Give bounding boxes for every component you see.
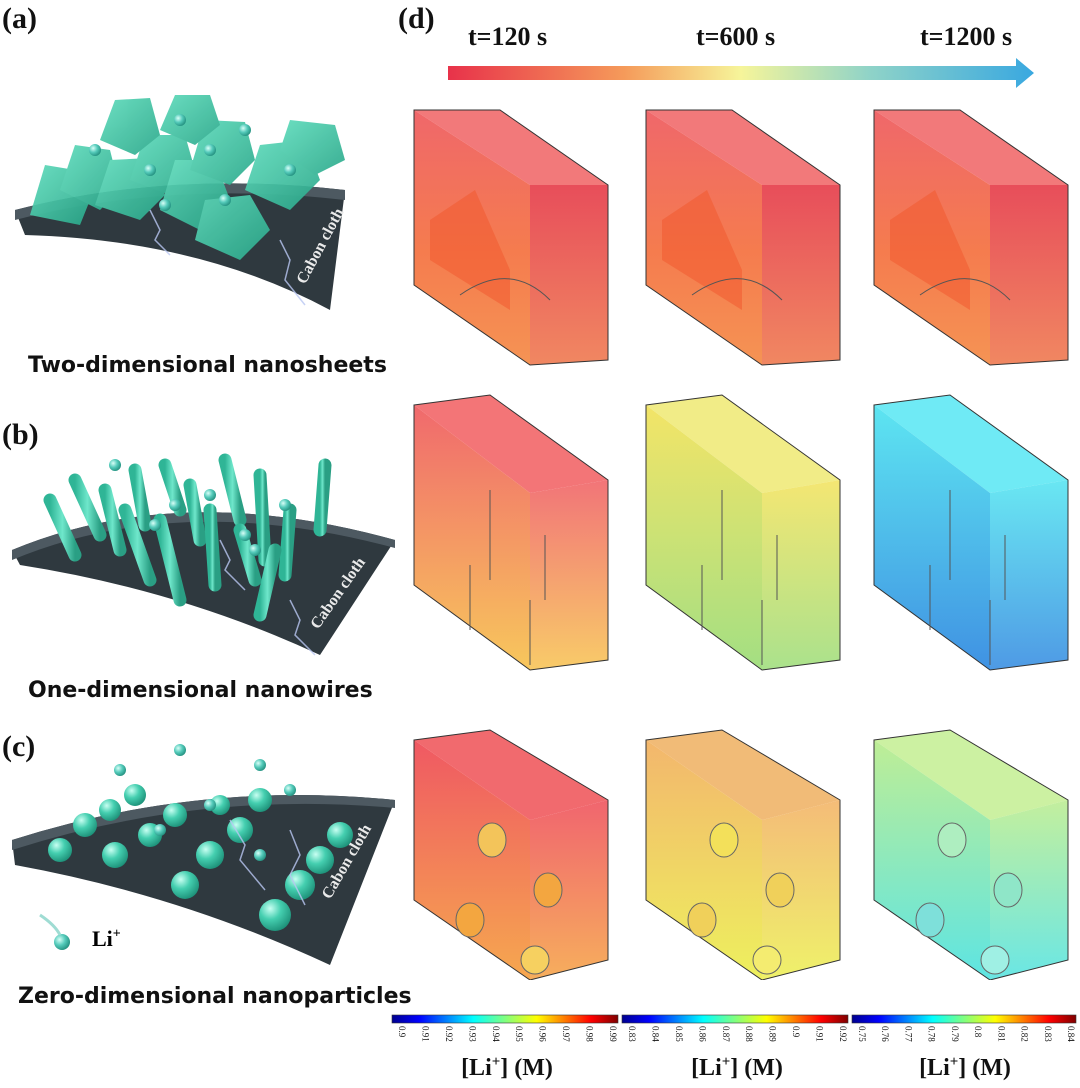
- colorbar-tick-label: 0.83: [1043, 1026, 1053, 1042]
- colorbar-tick-label: 0.81: [996, 1026, 1006, 1042]
- nanowires-illustration: Cabon cloth: [12, 453, 395, 656]
- colorbar-ticks-3: 0.75 0.76 0.77 0.78 0.79 0.8 0.81 0.82 0.83 0.84: [857, 1026, 1076, 1042]
- colorbar-tick-label: 0.91: [420, 1026, 430, 1042]
- colorbar-tick-label: 0.77: [903, 1026, 913, 1042]
- colorbar-label-3-main: [Li: [919, 1055, 950, 1081]
- colorbar-tick-label: 0.8: [973, 1026, 983, 1038]
- colorbar-tick-label: 0.9: [791, 1026, 801, 1038]
- colorbar-label-3-end: ] (M): [958, 1055, 1011, 1081]
- colorbar-tick-label: 0.78: [927, 1026, 937, 1042]
- time-label-600: t=600 s: [696, 22, 776, 51]
- box-row2-col1: [413, 394, 609, 671]
- colorbar-tick-label: 0.98: [585, 1026, 595, 1042]
- box-row1-col2: [645, 109, 841, 366]
- colorbar-tick-label: 0.79: [950, 1026, 960, 1042]
- colorbar-label-1-main: [Li: [461, 1055, 492, 1081]
- li-ion-legend: Li+: [92, 926, 121, 952]
- colorbar-label-3-sup: +: [949, 1054, 959, 1070]
- panel-a-caption: Two-dimensional nanosheets: [28, 353, 387, 378]
- panel-a-label: (a): [2, 2, 37, 35]
- panel-c-caption: Zero-dimensional nanoparticles: [18, 984, 412, 1009]
- box-row2-col3: [873, 394, 1069, 671]
- box-row1-col1: [413, 109, 609, 366]
- li-ion-legend-icon: [54, 934, 70, 950]
- colorbar-tick-label: 0.86: [697, 1026, 707, 1042]
- nanoparticles-illustration: Cabon cloth: [12, 744, 395, 965]
- colorbar-tick-label: 0.87: [721, 1026, 731, 1042]
- colorbar-tick-label: 0.82: [1020, 1026, 1030, 1042]
- colorbar-label-2-sup: +: [721, 1054, 731, 1070]
- box-row1-col3: [873, 109, 1069, 366]
- time-arrow: [448, 58, 1034, 88]
- colorbar-ticks-1: 0.9 0.91 0.92 0.93 0.94 0.95 0.96 0.97 0.98 0.99: [397, 1026, 618, 1042]
- panel-b-caption: One-dimensional nanowires: [28, 678, 373, 703]
- colorbar-ticks-2: 0.83 0.84 0.85 0.86 0.87 0.88 0.89 0.9 0.91 0.92: [627, 1026, 848, 1042]
- colorbar-tick-label: 0.76: [880, 1026, 890, 1042]
- panel-c-label: (c): [2, 730, 36, 763]
- colorbar-label-1: [Li+] (M): [392, 1054, 622, 1082]
- colorbar-tick-label: 0.99: [608, 1026, 618, 1042]
- colorbar-tick-label: 0.97: [561, 1026, 571, 1042]
- colorbar-label-1-end: ] (M): [500, 1055, 553, 1081]
- colorbar-tick-label: 0.75: [857, 1026, 867, 1042]
- nanosheets-illustration: Cabon cloth: [15, 95, 348, 310]
- time-label-1200: t=1200 s: [920, 22, 1013, 51]
- colorbar-label-3: [Li+] (M): [850, 1054, 1080, 1082]
- colorbar-tick-label: 0.84: [650, 1026, 660, 1042]
- colorbar-tick-label: 0.88: [744, 1026, 754, 1042]
- colorbar-tick-label: 0.84: [1066, 1026, 1076, 1042]
- colorbar-label-1-sup: +: [491, 1054, 501, 1070]
- colorbar-tick-label: 0.92: [838, 1026, 848, 1042]
- colorbar-label-2-main: [Li: [691, 1055, 722, 1081]
- colorbar-tick-label: 0.89: [768, 1026, 778, 1042]
- colorbar-label-2-end: ] (M): [730, 1055, 783, 1081]
- colorbar-label-2: [Li+] (M): [622, 1054, 852, 1082]
- time-label-120: t=120 s: [468, 22, 548, 51]
- colorbar-tick-label: 0.93: [467, 1026, 477, 1042]
- colorbar-tick-label: 0.95: [514, 1026, 524, 1042]
- li-legend-sup: +: [112, 926, 121, 942]
- colorbar-tick-label: 0.96: [538, 1026, 548, 1042]
- box-row3-col3: [873, 729, 1069, 980]
- box-row3-col2: [645, 729, 841, 980]
- colorbar-tick-label: 0.94: [491, 1026, 501, 1042]
- panel-b-label: (b): [2, 418, 39, 451]
- box-row2-col2: [645, 394, 841, 671]
- box-row3-col1: [413, 729, 609, 980]
- colorbar-tick-label: 0.92: [444, 1026, 454, 1042]
- colorbar-tick-label: 0.85: [674, 1026, 684, 1042]
- colorbar-tick-label: 0.91: [815, 1026, 825, 1042]
- simulation-grid: [413, 109, 1069, 980]
- li-legend-text: Li: [92, 926, 113, 951]
- colorbar-tick-label: 0.83: [627, 1026, 637, 1042]
- panel-d-label: (d): [398, 2, 435, 35]
- colorbar-tick-label: 0.9: [397, 1026, 407, 1038]
